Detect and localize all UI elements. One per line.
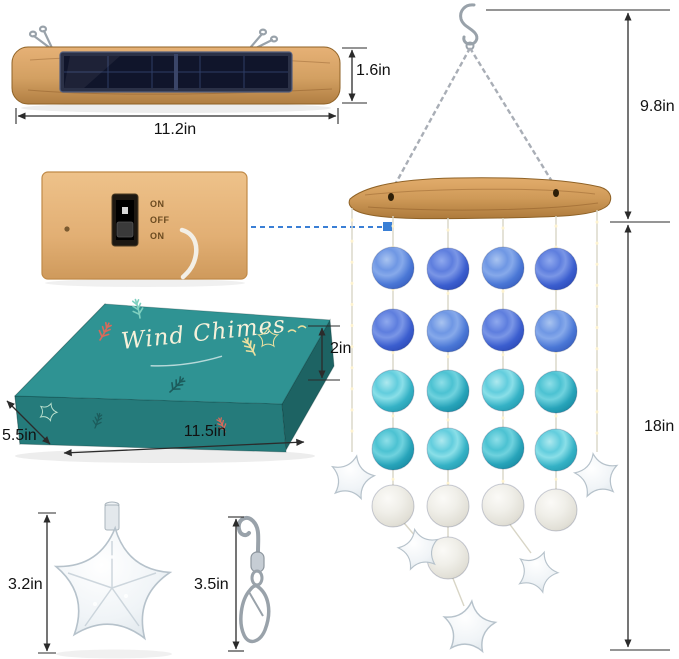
starfish-connector [104,504,120,531]
capiz-disc [481,246,525,290]
bar-hole [388,193,394,201]
starfish-shadow [56,649,172,659]
capiz-disc [426,247,470,291]
capiz-disc [371,427,415,471]
screw-hole [64,226,70,232]
label-solar-width: 11.2in [153,121,197,138]
wood-bar [348,177,612,220]
capiz-discs [371,246,578,580]
starfish-dimension [38,512,56,654]
capiz-disc [371,484,415,528]
bar-hole [553,189,559,197]
capiz-disc [534,370,578,414]
starfish-ornament [326,450,379,501]
starfish-ridges [67,541,157,627]
capiz-disc [371,308,415,352]
hook-gate [248,591,264,617]
solar-bar-figure [11,25,341,113]
capiz-disc [534,428,578,472]
capiz-disc [426,309,470,353]
wood-grain [367,202,599,211]
label-hook-length: 3.5in [194,576,229,593]
switch-pip [122,207,128,214]
wind-chime-figure [326,3,622,654]
solar-bar-shadow [21,103,331,113]
starfish-ornaments [326,449,622,654]
capiz-disc [371,369,415,413]
label-chime-length: 18in [644,418,675,435]
chime-dimensions [486,9,670,651]
capiz-disc [481,308,525,352]
hanging-chain [389,47,558,193]
top-hook-icon [459,3,479,46]
switch-panel-shadow [45,279,245,287]
hook-snap-clip [239,584,271,644]
starfish-figure [51,501,174,659]
starfish-ornament [440,597,499,654]
capiz-disc [426,427,470,471]
dim-line-box-width [63,438,305,457]
capiz-disc [534,488,578,532]
capiz-disc [481,368,525,412]
starfish-ornament [571,449,622,499]
capiz-disc [426,484,470,528]
dim-line-box-depth [6,400,51,445]
bird-doodle [287,325,307,333]
switch-knob [116,221,134,238]
hook-link-ring [250,569,264,587]
power-cable [179,227,199,280]
wood-grain [364,188,596,196]
switch-panel-figure [41,171,248,287]
hook-swivel-barrel [250,551,265,573]
capiz-disc [534,309,578,353]
capiz-disc [426,369,470,413]
capiz-disc [534,247,578,291]
hook-figure [236,516,271,644]
starfish-ornament [511,544,564,596]
capiz-disc [481,426,525,470]
box-dimensions [6,325,340,457]
label-box-width: 11.5in [183,423,227,440]
switch-label-on-top: ON [150,199,165,209]
solar-bar-dimensions [15,47,367,124]
label-solar-height: 1.6in [356,62,391,79]
connector-line [251,222,392,231]
hanging-wire-left-icon [28,25,54,50]
hook-top-curl [236,516,261,554]
solar-panel-divider [174,54,178,90]
label-hanger-height: 9.8in [640,98,675,115]
label-box-depth: 5.5in [2,427,37,444]
label-box-height: 2in [330,340,352,357]
capiz-disc [371,246,415,290]
hook-dimension [228,516,244,652]
switch-panel-back [41,171,248,280]
starfish-sparkles [93,555,128,606]
capiz-disc [481,483,525,527]
callout-marker [383,222,392,231]
label-starfish-size: 3.2in [8,576,43,593]
box-front-face [14,395,287,453]
solar-panel-glare [64,56,120,88]
title-flourish [150,355,223,367]
box-top-face [13,303,331,405]
switch-label-on-bottom: ON [150,231,165,241]
switch-label-off: OFF [150,215,170,225]
